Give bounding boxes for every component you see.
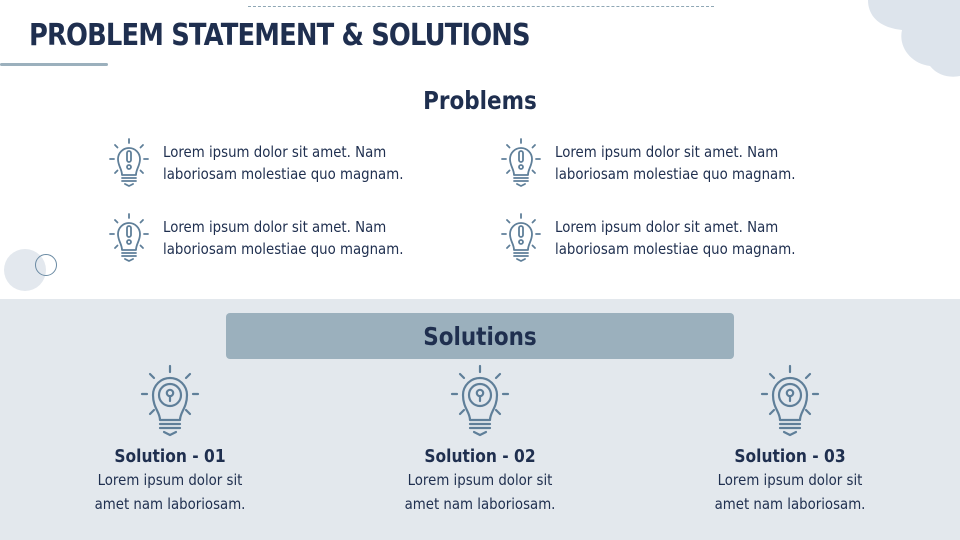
solution-text-line2: amet nam laboriosam.: [404, 495, 556, 513]
slide-title: PROBLEM STATEMENT & SOLUTIONS: [29, 18, 531, 53]
cloud-decoration-icon: [868, 0, 960, 77]
solution-text-line1: Lorem ipsum dolor sit: [407, 471, 553, 489]
circle-decoration-ring: [35, 254, 57, 276]
lightbulb-keyhole-icon: [758, 364, 822, 438]
lightbulb-exclamation-icon: [499, 137, 543, 189]
solution-item-1: Solution - 01 Lorem ipsum dolor sit amet…: [60, 364, 280, 515]
solution-text-line2: amet nam laboriosam.: [94, 495, 246, 513]
problems-heading: Problems: [423, 86, 537, 115]
solution-title: Solution - 01: [114, 446, 226, 467]
solution-item-2: Solution - 02 Lorem ipsum dolor sit amet…: [370, 364, 590, 515]
problem-text: Lorem ipsum dolor sit amet. Nam laborios…: [163, 218, 404, 258]
problem-item-3: Lorem ipsum dolor sit amet. Nam laborios…: [107, 212, 443, 264]
problem-item-1: Lorem ipsum dolor sit amet. Nam laborios…: [107, 137, 443, 189]
lightbulb-exclamation-icon: [107, 212, 151, 264]
top-dashed-divider: [248, 6, 714, 7]
title-underline: [0, 63, 108, 66]
lightbulb-exclamation-icon: [499, 212, 543, 264]
solution-title: Solution - 02: [424, 446, 536, 467]
problem-text: Lorem ipsum dolor sit amet. Nam laborios…: [163, 143, 404, 183]
solutions-heading: Solutions: [423, 321, 537, 351]
lightbulb-keyhole-icon: [448, 364, 512, 438]
lightbulb-keyhole-icon: [138, 364, 202, 438]
solution-item-3: Solution - 03 Lorem ipsum dolor sit amet…: [680, 364, 900, 515]
problem-item-2: Lorem ipsum dolor sit amet. Nam laborios…: [499, 137, 835, 189]
lightbulb-exclamation-icon: [107, 137, 151, 189]
problem-item-4: Lorem ipsum dolor sit amet. Nam laborios…: [499, 212, 835, 264]
solution-text-line1: Lorem ipsum dolor sit: [97, 471, 243, 489]
problem-text: Lorem ipsum dolor sit amet. Nam laborios…: [555, 143, 796, 183]
solution-text-line2: amet nam laboriosam.: [714, 495, 866, 513]
solutions-heading-banner: Solutions: [226, 313, 734, 359]
solution-title: Solution - 03: [734, 446, 846, 467]
solution-text-line1: Lorem ipsum dolor sit: [717, 471, 863, 489]
problem-text: Lorem ipsum dolor sit amet. Nam laborios…: [555, 218, 796, 258]
